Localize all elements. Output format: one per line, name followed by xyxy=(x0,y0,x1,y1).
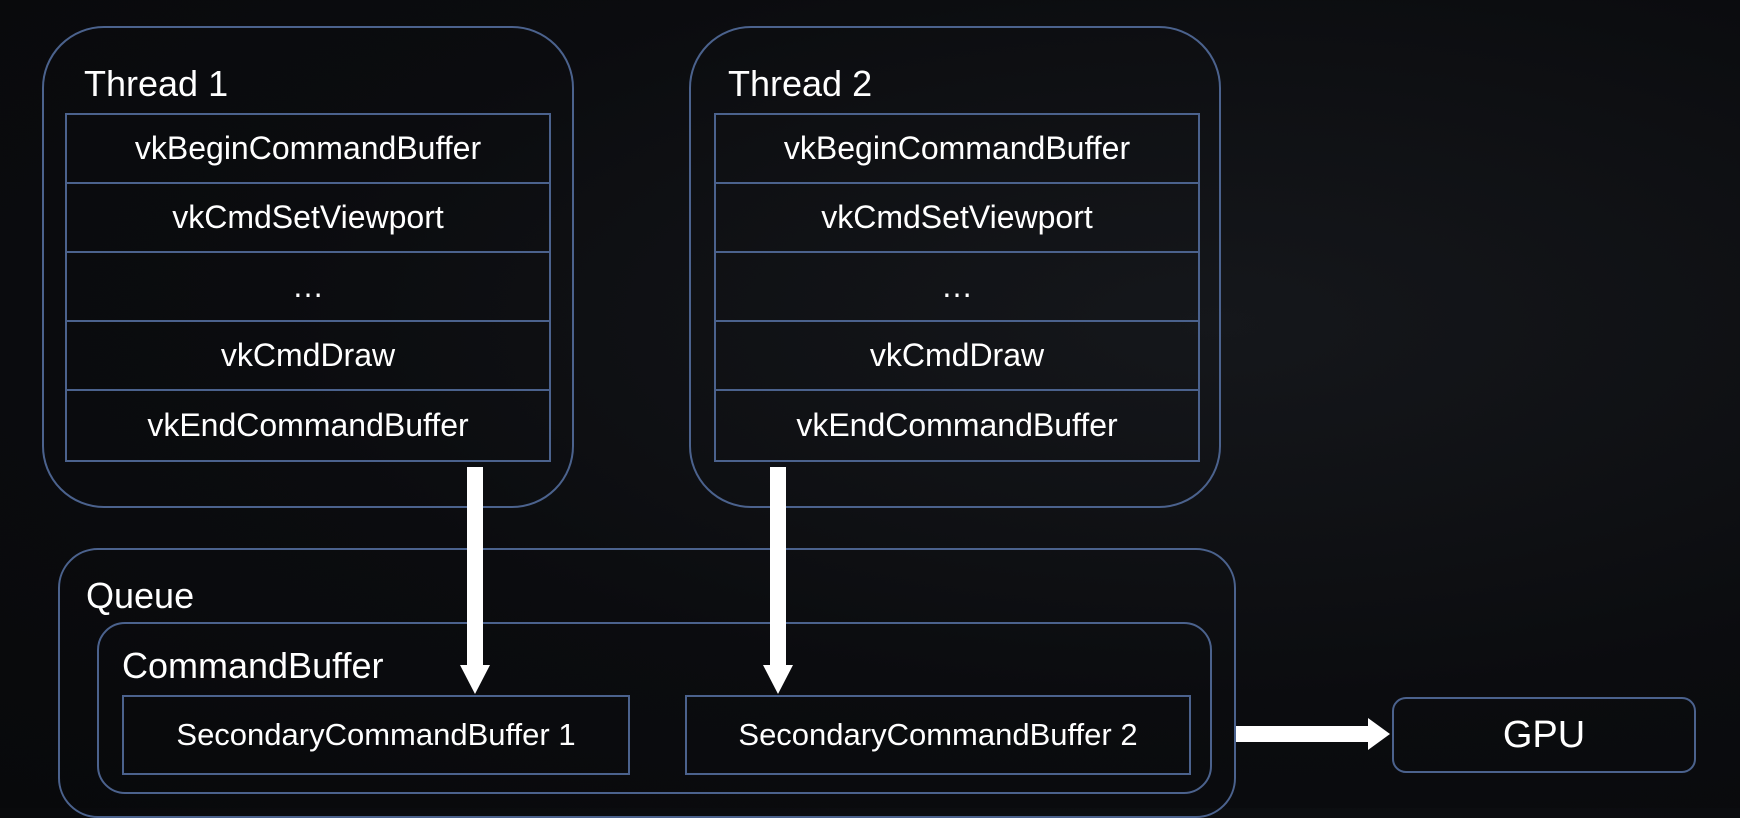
command-row: vkCmdDraw xyxy=(67,322,549,391)
command-row: vkCmdSetViewport xyxy=(716,184,1198,253)
command-row: … xyxy=(716,253,1198,322)
command-row: vkCmdDraw xyxy=(716,322,1198,391)
thread-2-title: Thread 2 xyxy=(728,63,873,104)
command-row: vkEndCommandBuffer xyxy=(796,407,1118,443)
command-row: vkEndCommandBuffer xyxy=(147,407,469,443)
gpu-box: GPU xyxy=(1392,697,1696,773)
secondary-command-buffer-1: SecondaryCommandBuffer 1 xyxy=(122,695,630,775)
command-buffer-label: CommandBuffer xyxy=(122,645,384,686)
arrow-queue-to-gpu xyxy=(1236,718,1390,750)
thread-2-command-list: vkBeginCommandBuffer vkCmdSetViewport … … xyxy=(714,113,1200,462)
thread-1-box xyxy=(42,26,574,508)
command-row: vkBeginCommandBuffer xyxy=(716,115,1198,184)
arrow-thread-1-to-scb-1 xyxy=(460,467,490,694)
thread-1-title: Thread 1 xyxy=(84,63,229,104)
thread-2-box xyxy=(689,26,1221,508)
secondary-command-buffer-2: SecondaryCommandBuffer 2 xyxy=(685,695,1191,775)
arrow-thread-2-to-scb-2 xyxy=(763,467,793,694)
queue-label: Queue xyxy=(86,575,195,616)
command-buffer-box xyxy=(97,622,1212,794)
command-row: vkCmdSetViewport xyxy=(67,184,549,253)
command-row: … xyxy=(67,253,549,322)
command-row: vkBeginCommandBuffer xyxy=(67,115,549,184)
thread-1-command-list: vkBeginCommandBuffer vkCmdSetViewport … … xyxy=(65,113,551,462)
